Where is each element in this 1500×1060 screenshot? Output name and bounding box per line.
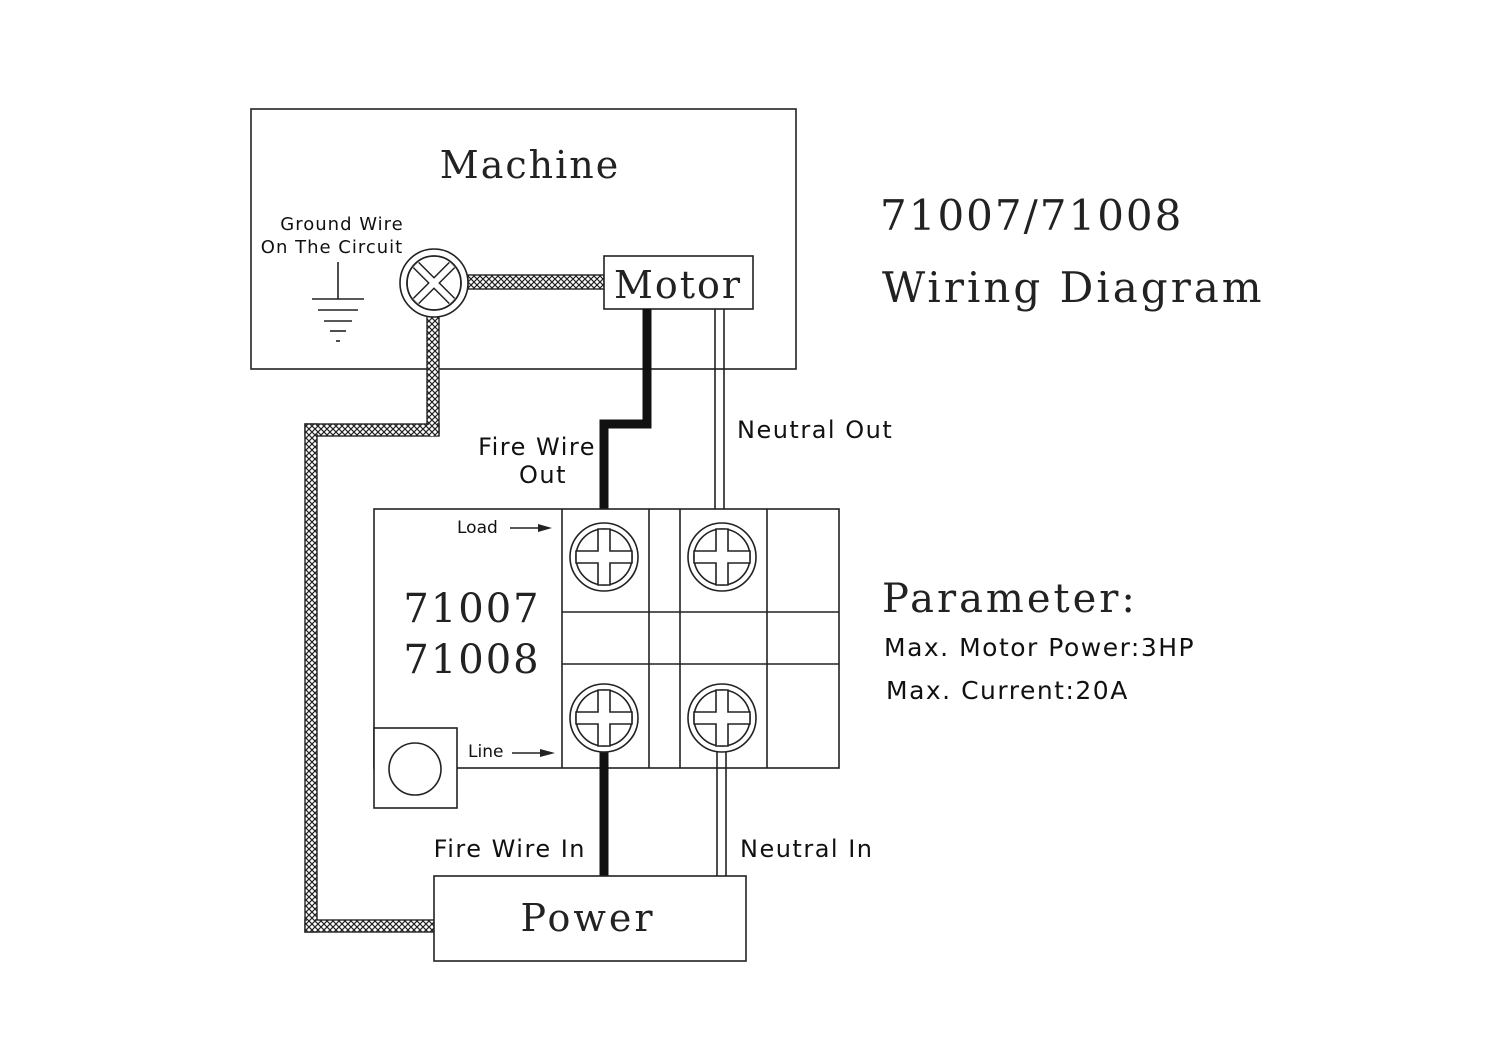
indicator-light	[373, 727, 458, 809]
machine-label: Machine	[440, 143, 620, 187]
ground-wire	[304, 274, 605, 933]
terminal-line-neutral-icon	[687, 683, 757, 753]
ground-wire-label-line2: On The Circuit	[261, 237, 403, 258]
fire-wire-in-label: Fire Wire In	[434, 835, 586, 863]
neutral-in-label: Neutral In	[740, 835, 874, 863]
diagram-subtitle: Wiring Diagram	[882, 263, 1265, 312]
ground-icon	[312, 262, 364, 342]
neutral-wire-in	[716, 750, 727, 876]
line-arrow-icon	[512, 749, 555, 757]
fire-wire-out	[599, 309, 652, 525]
machine-box: Machine	[250, 108, 797, 370]
parameter-motor-power: Max. Motor Power:3HP	[884, 633, 1195, 662]
terminal-load-neutral-icon	[687, 522, 757, 592]
switch-model-line1: 71007	[403, 586, 540, 632]
neutral-wire-out	[714, 309, 725, 525]
power-box: Power	[433, 875, 747, 962]
motor-box: Motor	[603, 255, 754, 310]
motor-label: Motor	[614, 263, 742, 307]
parameter-max-current: Max. Current:20A	[886, 676, 1129, 705]
parameter-heading: Parameter:	[882, 576, 1138, 622]
terminal-line-fire-icon	[569, 683, 639, 753]
load-label: Load	[457, 518, 498, 538]
fire-wire-out-label-line2: Out	[519, 461, 567, 489]
ground-terminal-icon	[399, 248, 469, 318]
terminal-load-fire-icon	[569, 522, 639, 592]
diagram-model-title: 71007/71008	[880, 191, 1183, 240]
ground-wire-label-line1: Ground Wire	[280, 214, 403, 235]
neutral-out-label: Neutral Out	[737, 416, 893, 444]
load-arrow-icon	[510, 524, 552, 532]
switch-model-line2: 71008	[403, 637, 540, 683]
line-label: Line	[468, 742, 503, 762]
power-label: Power	[520, 896, 655, 940]
fire-wire-out-label-line1: Fire Wire	[478, 433, 596, 461]
